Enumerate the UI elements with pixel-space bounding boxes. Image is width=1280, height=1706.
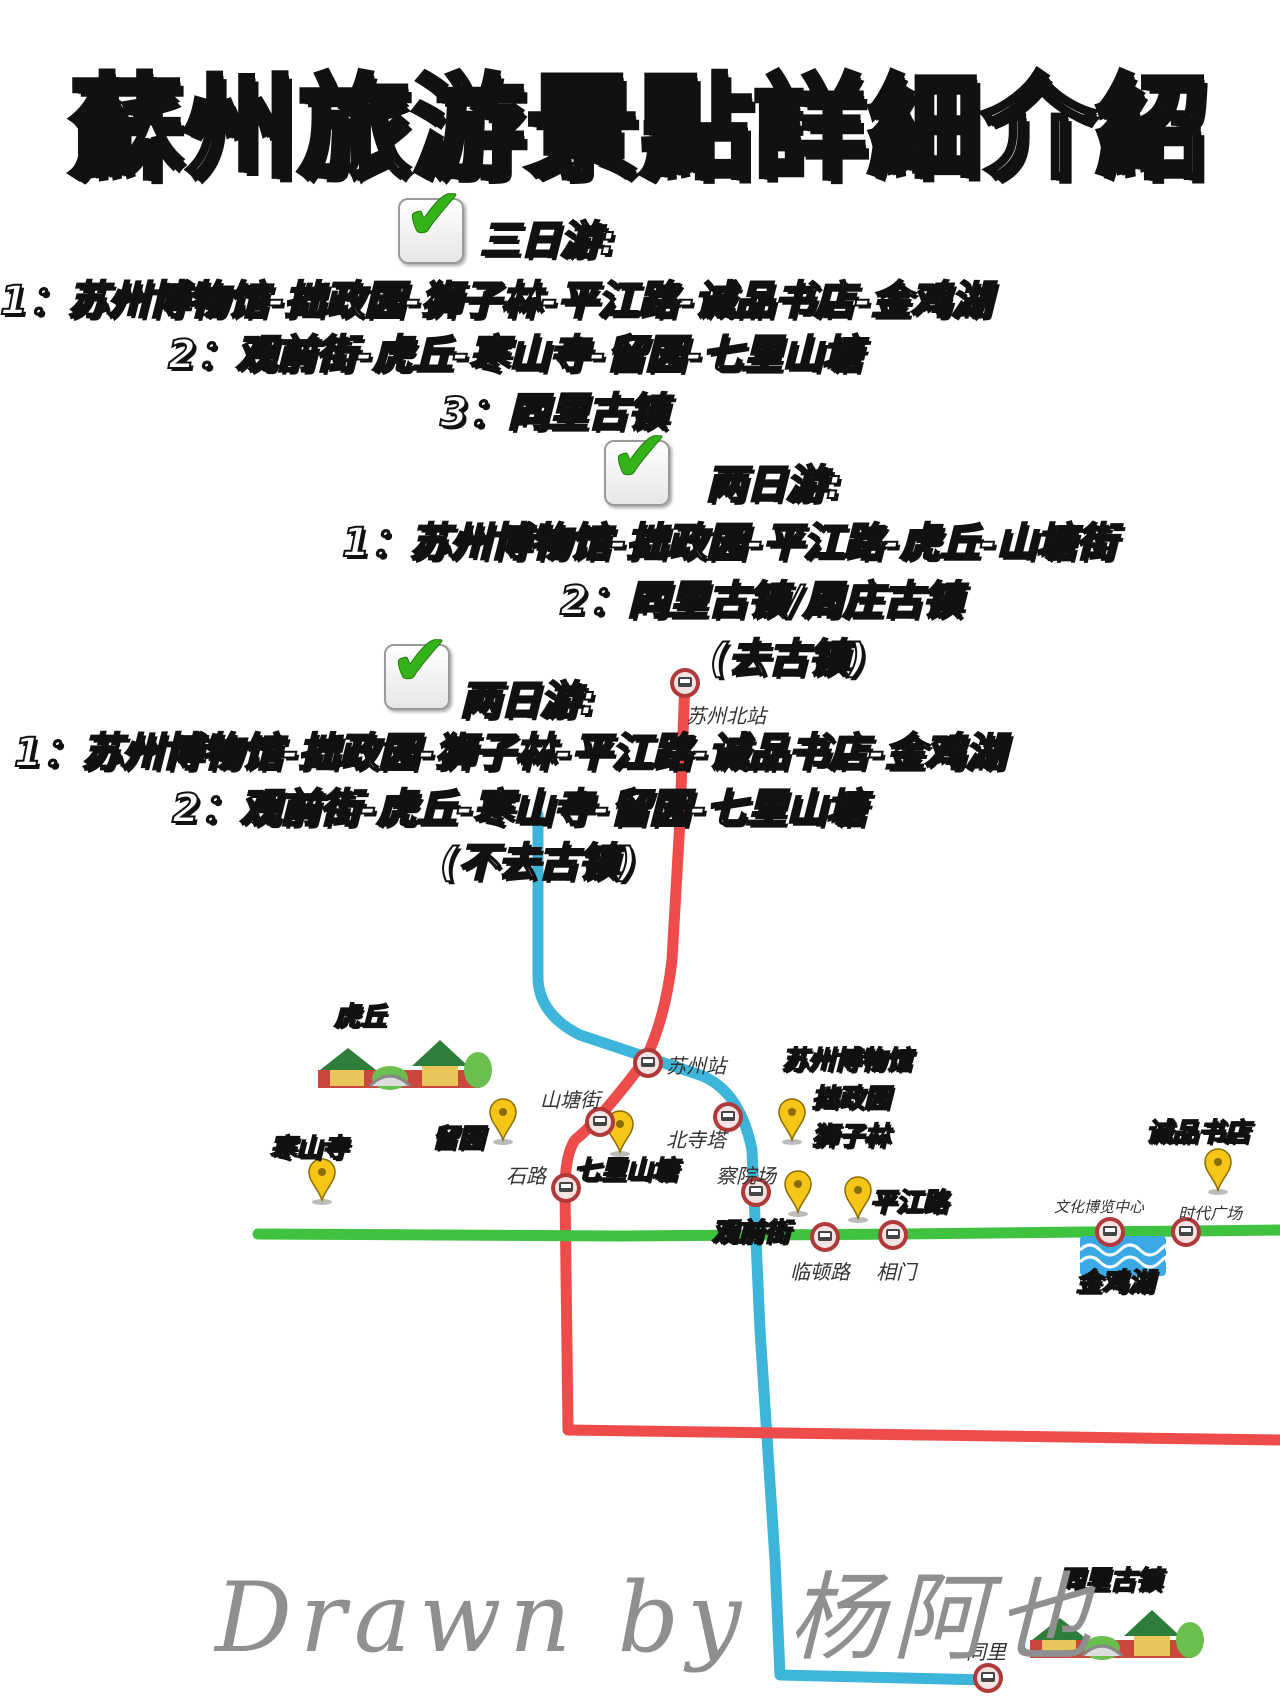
itinerary-heading: 两日游: <box>459 677 597 725</box>
pin-museum-icon <box>778 1098 806 1145</box>
attraction-label-huqiu: 虎丘 <box>333 1001 387 1033</box>
station-label-xiangmen: 相门 <box>876 1260 916 1284</box>
station-label-shantang: 山塘街 <box>540 1088 600 1112</box>
station-label-beisi: 北寺塔 <box>666 1128 726 1152</box>
station-label-chayuan: 察院场 <box>716 1164 776 1188</box>
pin-pingjiang-icon <box>844 1176 872 1223</box>
pin-hanshan-icon <box>308 1158 336 1205</box>
lake-icon <box>1078 1236 1169 1276</box>
itinerary-heading: 两日游: <box>705 461 843 509</box>
station-shantang-icon <box>585 1107 615 1137</box>
station-wenhua-icon <box>1095 1217 1125 1247</box>
station-tongli-icon <box>973 1663 1003 1693</box>
attraction-label-guanqian: 观前街 <box>711 1217 791 1249</box>
attraction-label-jinji: 金鸡湖 <box>1075 1267 1155 1299</box>
station-suzhou-icon <box>633 1048 663 1078</box>
attraction-label-shizilin: 狮子林 <box>811 1121 891 1153</box>
metro-line-green <box>252 1224 1280 1242</box>
station-label-shilu: 石路 <box>506 1164 546 1188</box>
itinerary-route: 1：苏州博物馆-拙政园-狮子林-平江路-诚品书店-金鸡湖 <box>0 277 992 325</box>
checkmark-icon: ✔ <box>604 420 671 506</box>
attraction-label-zhuozheng: 拙政园 <box>811 1083 891 1115</box>
attraction-label-liuyuan: 留园 <box>431 1123 485 1155</box>
station-label-suzhou: 苏州站 <box>666 1054 726 1078</box>
checkmark-icon: ✔ <box>398 178 465 264</box>
attraction-label-hanshan: 寒山寺 <box>269 1133 349 1165</box>
itinerary-route: 2：同里古镇/周庄古镇 <box>559 577 963 625</box>
station-xiangmen-icon <box>878 1220 908 1250</box>
station-label-shidai: 时代广场 <box>1178 1204 1243 1223</box>
itinerary-route: 2：观前街-虎丘-寒山寺-留园-七里山塘 <box>171 785 867 833</box>
checkmark-icon: ✔ <box>384 624 451 710</box>
station-label-tongli: 同里 <box>966 1640 1006 1664</box>
station-chayuan-icon <box>741 1177 771 1207</box>
station-shidai-icon <box>1171 1217 1201 1247</box>
itinerary-note: (去古镇) <box>709 635 868 683</box>
attraction-label-qili: 七里山塘 <box>573 1155 679 1187</box>
attraction-label-tongli: 同里古镇 <box>1057 1565 1163 1597</box>
attraction-label-pingjiang: 平江路 <box>869 1187 949 1219</box>
page-title: 蘇州旅游景點詳細介紹 <box>68 62 1211 197</box>
itinerary-heading: 三日游: <box>479 217 617 265</box>
station-label-wenhua: 文化博览中心 <box>1054 1198 1145 1216</box>
itinerary-route: 3：同里古镇 <box>439 389 669 437</box>
pin-chengpin-icon <box>1204 1148 1232 1195</box>
pin-guanqian-icon <box>784 1170 812 1217</box>
station-linton-icon <box>810 1222 840 1252</box>
station-beisi-icon <box>713 1102 743 1132</box>
itinerary-route: 1：苏州博物馆-拙政园-平江路-虎丘-山塘街 <box>341 519 1117 567</box>
attraction-label-chengpin: 诚品书店 <box>1145 1117 1251 1149</box>
itinerary-route: 1：苏州博物馆-拙政园-狮子林-平江路-诚品书店-金鸡湖 <box>13 729 1006 777</box>
station-label-linton: 临顿路 <box>790 1260 850 1284</box>
attraction-label-museum: 苏州博物馆 <box>781 1045 913 1077</box>
author-signature: Drawn by 杨阿也 <box>215 1562 1100 1674</box>
pavilion-icon-huqiu <box>318 1040 492 1090</box>
station-north-icon <box>670 668 700 698</box>
metro-line-red <box>559 672 1280 1446</box>
itinerary-route: 2：观前街-虎丘-寒山寺-留园-七里山塘 <box>167 331 863 379</box>
pavilion-icon-tongli <box>1030 1610 1204 1660</box>
station-label-north: 苏州北站 <box>686 704 766 728</box>
station-shilu-icon <box>551 1173 581 1203</box>
pin-liuyuan-icon <box>489 1098 517 1145</box>
itinerary-note: (不去古镇) <box>439 839 638 887</box>
